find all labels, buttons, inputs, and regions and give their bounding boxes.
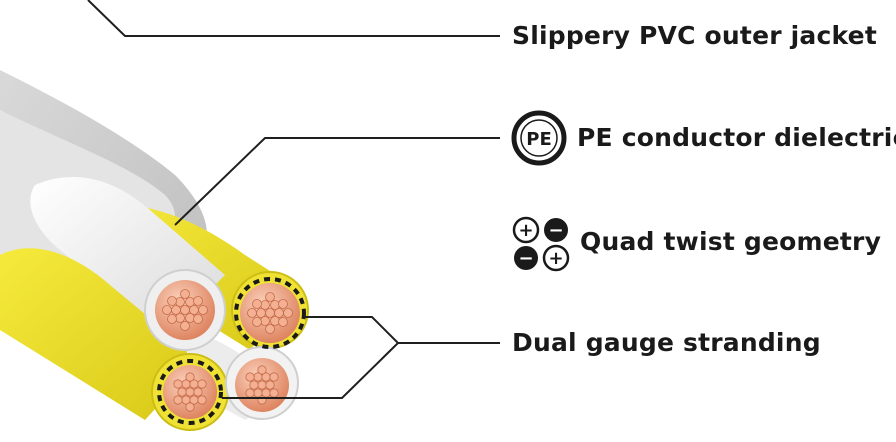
yellow-conductor-lower	[0, 248, 200, 420]
label-dual-gauge: Dual gauge stranding	[512, 328, 821, 357]
polarity-quad-icon: + − − +	[512, 216, 570, 272]
leader-stranding-upper	[304, 316, 399, 344]
pe-badge-text: PE	[526, 129, 552, 150]
label-outer-jacket: Slippery PVC outer jacket	[512, 21, 877, 50]
copper-strands-top-right	[240, 283, 300, 343]
gauge-highlight-lower	[157, 359, 223, 425]
leader-stranding-lower	[222, 342, 399, 399]
copper-strands-bottom-right	[235, 358, 289, 412]
minus-symbol-bottom: −	[518, 248, 533, 269]
minus-symbol-top: −	[548, 220, 563, 241]
gauge-highlight-upper	[234, 277, 306, 349]
label-quad-twist: Quad twist geometry	[580, 227, 882, 256]
leader-jacket	[87, 0, 500, 37]
copper-strands-bottom-left	[163, 365, 217, 419]
pe-circle-icon: PE	[511, 110, 567, 166]
plus-symbol-top: +	[518, 220, 533, 241]
label-conductor-dielectric: PE conductor dielectric	[577, 123, 896, 152]
copper-strands-top-left	[155, 280, 215, 340]
plus-symbol-bottom: +	[548, 248, 563, 269]
leader-dielectric	[174, 137, 500, 226]
